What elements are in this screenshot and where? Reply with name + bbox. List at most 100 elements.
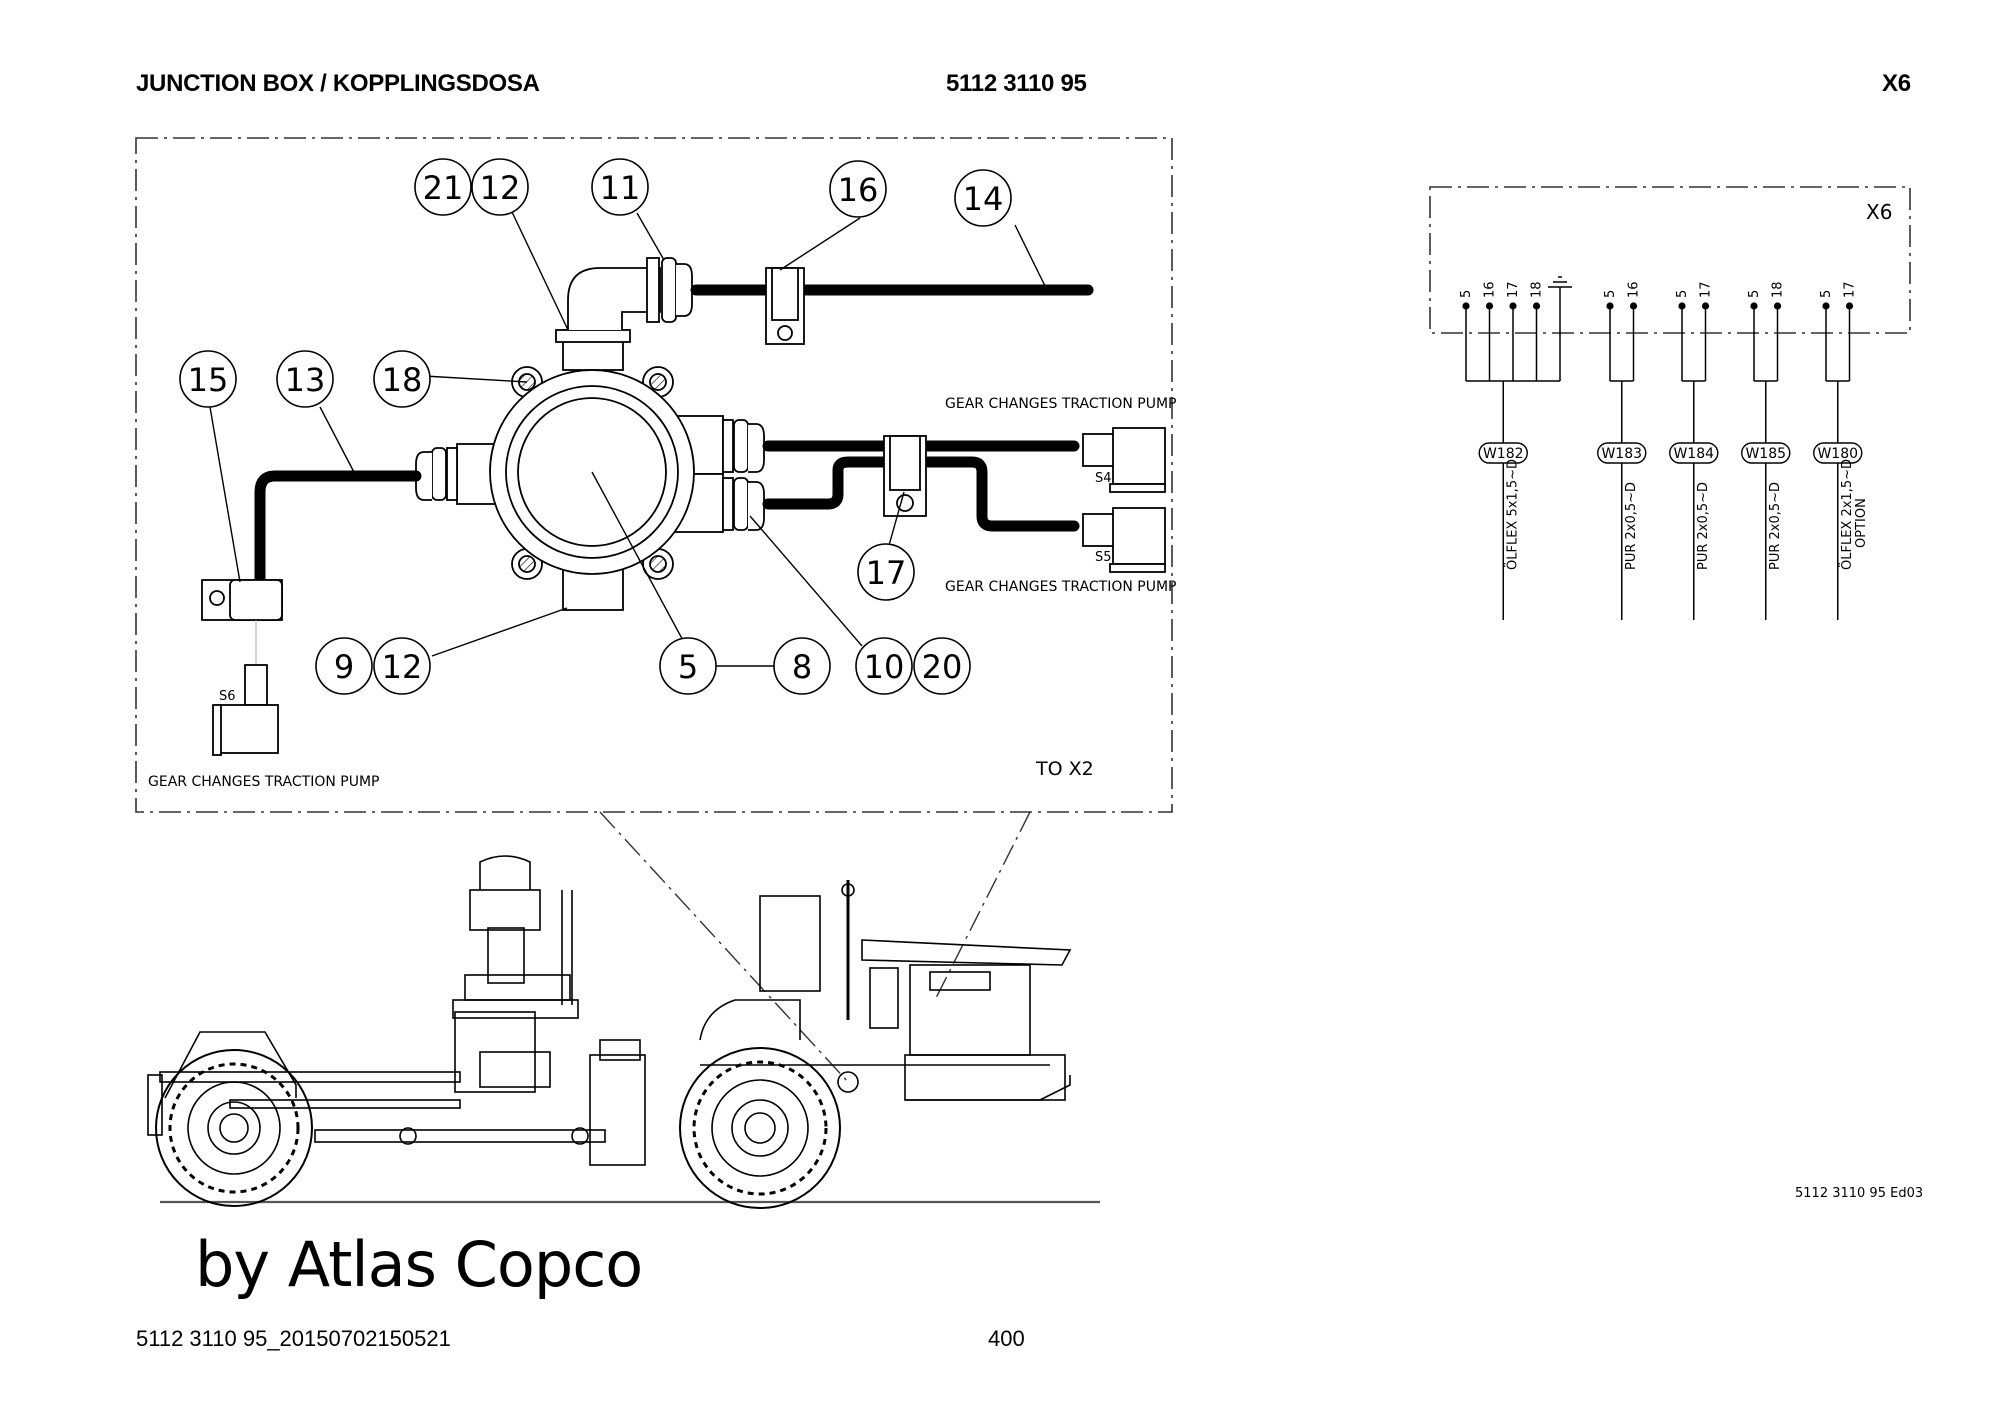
cylinder [479, 1051, 551, 1088]
sensor-s5-label: S5 [1095, 550, 1112, 565]
terminal-number: 5 [1603, 290, 1618, 298]
cable-badge [1741, 442, 1791, 464]
svg-text:12: 12 [382, 648, 423, 686]
svg-text:14: 14 [963, 180, 1004, 218]
seat-column [487, 927, 525, 984]
balloon-18: 18 [373, 350, 431, 408]
x6-frame [1429, 186, 1911, 334]
svg-text:16: 16 [838, 171, 879, 209]
engine-sump [904, 1054, 1066, 1101]
balloon-8: 8 [773, 637, 831, 695]
front-wheel [679, 1047, 841, 1209]
front-fender [699, 999, 801, 1041]
cable-spec: PUR 2x0,5~D [1624, 482, 1639, 570]
detail-view: 21 12 11 16 14 15 13 18 17 9 12 5 8 10 2… [135, 137, 1177, 813]
terminal-number: 5 [1819, 290, 1834, 298]
elbow-nut-a [646, 257, 660, 323]
x6-box-label: X6 [1866, 200, 1892, 224]
svg-text:12: 12 [480, 169, 521, 207]
terminal-number: 17 [1699, 281, 1714, 298]
terminal-dot [1532, 302, 1541, 310]
balloon-17: 17 [857, 543, 915, 601]
cable-spec: ÖLFLEX 5x1,5~D [1503, 459, 1520, 570]
balloon-12: 12 [471, 158, 529, 216]
terminal-number: 5 [1675, 290, 1690, 298]
terminal-number: 17 [1843, 281, 1858, 298]
u-joint [399, 1127, 417, 1145]
chassis-rail-lower [229, 1099, 461, 1109]
terminal-number: 18 [1771, 281, 1786, 298]
terminal-dot [1509, 302, 1517, 310]
cable-badge [1813, 442, 1863, 464]
left-nut-b [431, 447, 447, 501]
sensors [212, 427, 1166, 756]
svg-text:8: 8 [792, 648, 812, 686]
gearbox [589, 1054, 646, 1166]
cable-spec: ÖLFLEX 2x1,5~D [1838, 459, 1855, 570]
terminal-number: 18 [1530, 281, 1545, 298]
terminal-dot [1462, 302, 1470, 310]
engine-manifold [929, 971, 991, 991]
right-nut-b2 [733, 477, 749, 531]
seat-platform [452, 999, 579, 1019]
sensor-s4 [1082, 427, 1166, 493]
operator-seat-back [479, 855, 531, 890]
footer-document-id: 5112 3110 95_20150702150521 [136, 1326, 451, 1351]
balloon-20: 20 [913, 637, 971, 695]
right-nut-a2 [722, 477, 734, 531]
rear-fender [164, 1031, 297, 1099]
part-number: 5112 3110 95 [946, 70, 1087, 97]
terminal-dot [1485, 302, 1494, 310]
elbow-gland [676, 263, 693, 317]
s6-function-label: GEAR CHANGES TRACTION PUMP [148, 774, 380, 790]
svg-text:13: 13 [285, 361, 326, 399]
cable-badge [1597, 442, 1647, 464]
engine-hood [861, 939, 1072, 966]
balloon-5: 5 [659, 637, 717, 695]
svg-text:9: 9 [334, 648, 354, 686]
terminal-dot [1822, 302, 1830, 310]
top-nut [555, 329, 631, 343]
balloons: 21 12 11 16 14 15 13 18 17 9 12 5 8 10 2… [179, 158, 1012, 695]
to-x2-label: TO X2 [1035, 758, 1094, 780]
svg-text:20: 20 [922, 648, 963, 686]
cable-spec: PUR 2x0,5~D [1768, 482, 1783, 570]
cables [254, 284, 1094, 588]
svg-text:18: 18 [382, 361, 423, 399]
projection-lines [599, 811, 1031, 1083]
cable-s5b [922, 456, 1080, 532]
right-gland-upper [748, 423, 765, 473]
cable-id: W180 [1817, 446, 1858, 462]
svg-text:11: 11 [600, 169, 641, 207]
gearbox-top [599, 1039, 641, 1061]
s5-function-label: GEAR CHANGES TRACTION PUMP [945, 579, 1177, 595]
terminal-number: 5 [1459, 290, 1474, 298]
clamp-15 [201, 579, 283, 621]
junction-box [415, 257, 765, 611]
cable-id: W184 [1673, 446, 1714, 462]
terminal-number: 5 [1747, 290, 1762, 298]
cable-note: OPTION [1854, 498, 1869, 548]
elbow-fitting [567, 267, 661, 330]
edition-label: 5112 3110 95 Ed03 [1795, 1186, 1924, 1201]
footer-page-number: 400 [988, 1326, 1025, 1351]
watermark: by Atlas Copco [195, 1228, 643, 1301]
u-joint [571, 1127, 589, 1145]
machine-illustration [147, 855, 1100, 1209]
svg-text:10: 10 [864, 648, 905, 686]
cable-spec: PUR 2x0,5~D [1696, 482, 1711, 570]
svg-text:21: 21 [423, 169, 464, 207]
cable-id: W182 [1483, 446, 1524, 462]
sensor-s4-label: S4 [1095, 471, 1112, 486]
balloon-13: 13 [276, 350, 334, 408]
right-nut-b1 [733, 419, 749, 473]
left-nut-a [446, 447, 458, 501]
detail-frame [135, 137, 1173, 813]
driveshaft [314, 1129, 606, 1143]
engine-base [905, 1075, 1071, 1101]
terminal-dot [1701, 302, 1710, 310]
elbow-nut-b [661, 257, 677, 323]
balloon-11: 11 [591, 158, 649, 216]
